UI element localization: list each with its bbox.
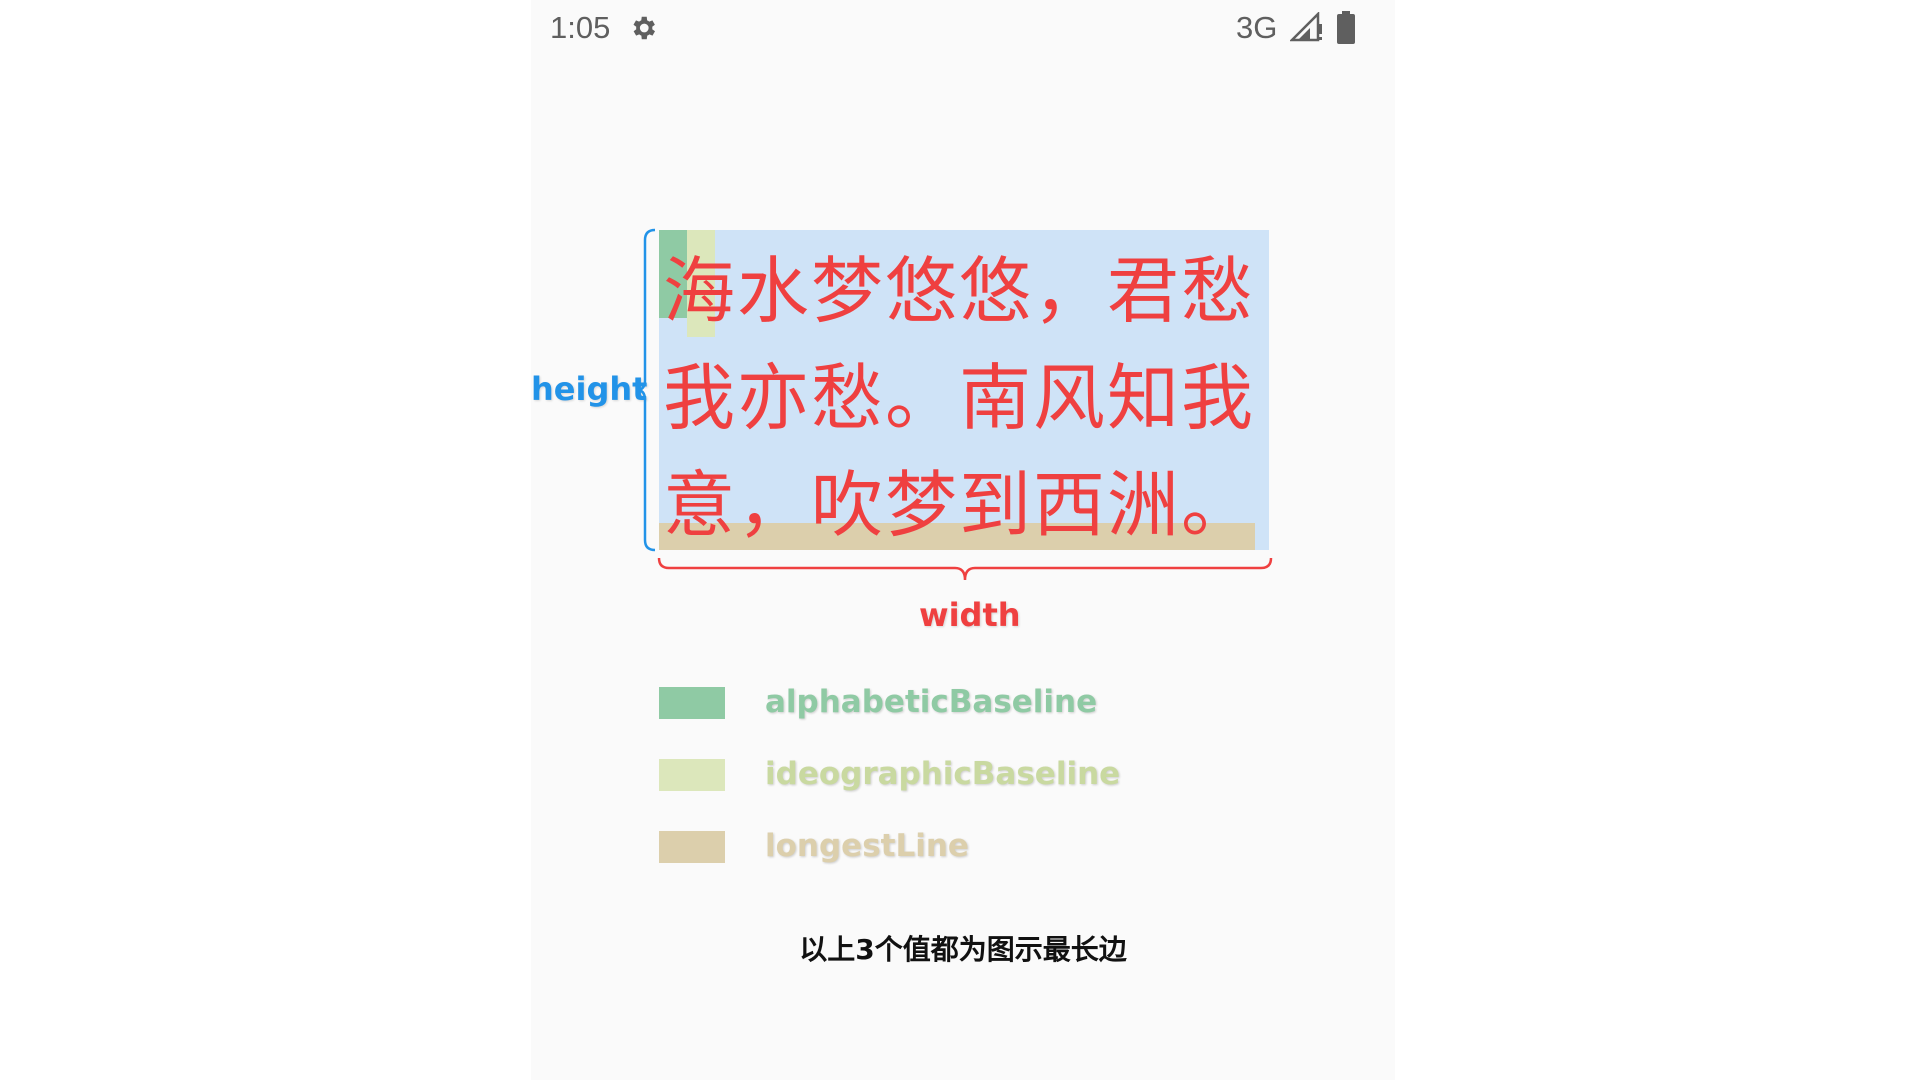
legend-label-alphabetic: alphabeticBaseline [765, 684, 1098, 720]
legend-label-ideographic: ideographicBaseline [765, 756, 1121, 792]
ideographic-baseline-marker [687, 230, 715, 337]
legend-swatch-alphabetic [659, 687, 725, 719]
width-label: width [919, 596, 1021, 634]
network-type: 3G [1236, 10, 1278, 45]
legend-swatch-ideographic [659, 759, 725, 791]
height-brace [636, 228, 656, 552]
longest-line-marker [659, 523, 1255, 550]
alphabetic-baseline-marker [659, 230, 687, 318]
signal-icon [1290, 12, 1322, 42]
width-brace [657, 557, 1273, 581]
gear-icon [633, 16, 655, 40]
battery-icon [1337, 11, 1355, 44]
text-bounding-box [659, 230, 1269, 550]
phone-screen: 1:05 3G 海水梦悠悠，君愁 我亦愁。南风知我 意，吹梦到西洲。 heigh… [531, 0, 1395, 1080]
height-label: height [531, 370, 648, 408]
legend-swatch-longest-line [659, 831, 725, 863]
legend-label-longest-line: longestLine [765, 828, 969, 864]
poem-text: 海水梦悠悠，君愁 我亦愁。南风知我 意，吹梦到西洲。 [663, 249, 1256, 547]
status-time: 1:05 [550, 10, 611, 45]
caption-text: 以上3个值都为图示最长边 [799, 933, 1127, 966]
